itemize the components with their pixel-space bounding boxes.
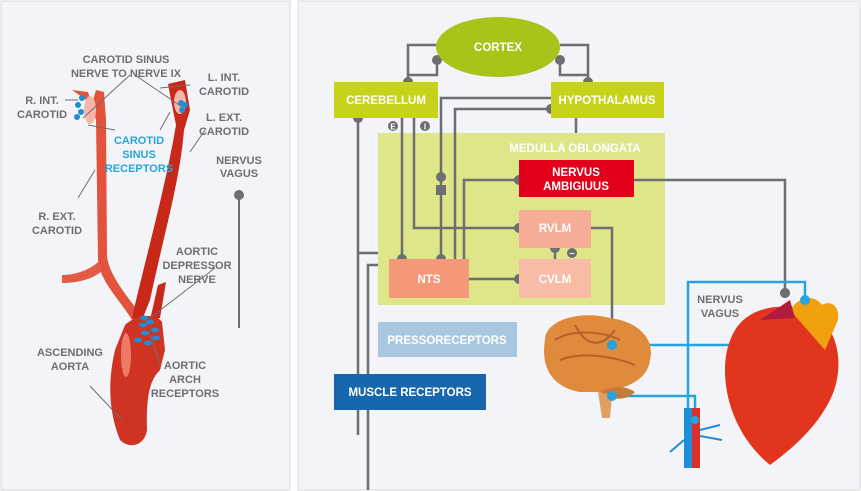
label-r-ext-carotid: R. EXT.CAROTID xyxy=(32,211,82,237)
cerebellum-node xyxy=(334,82,438,118)
cvlm-node xyxy=(519,259,591,298)
muscle-receptors-node xyxy=(334,374,486,410)
minus-marker-text: − xyxy=(569,249,574,259)
artery-illustration xyxy=(62,80,190,446)
cvlm-label: CVLM xyxy=(539,274,572,286)
medulla-oblongata-label: MEDULLA OBLONGATA xyxy=(509,143,640,155)
label-l-int-carotid: L. INT.CAROTID xyxy=(199,72,249,98)
inhibitory-marker-text: I xyxy=(424,123,426,132)
brain-icon xyxy=(544,315,651,418)
label-l-ext-carotid: L. EXT.CAROTID xyxy=(199,112,249,138)
pressoreceptors-label: PRESSORECEPTORS xyxy=(387,335,507,347)
cerebellum-label: CEREBELLUM xyxy=(346,95,426,107)
hypothalamus-label: HYPOTHALAMUS xyxy=(558,95,655,107)
rvlm-label: RVLM xyxy=(539,223,571,235)
pressoreceptors-node xyxy=(378,322,517,357)
rvlm-node xyxy=(519,210,591,248)
nts-node xyxy=(389,259,469,298)
hypothalamus-node xyxy=(551,82,664,118)
label-r-int-carotid: R. INT.CAROTID xyxy=(17,95,67,121)
cortex-node xyxy=(436,17,560,77)
heart-icon xyxy=(725,288,839,465)
muscle-receptors-label: MUSCLE RECEPTORS xyxy=(348,387,471,399)
excitatory-marker-icon xyxy=(388,121,398,131)
minus-marker-icon xyxy=(567,248,577,258)
blood-vessel-icon xyxy=(669,408,723,468)
cortex-label: CORTEX xyxy=(474,42,522,54)
inhibitory-marker-icon xyxy=(420,121,430,131)
nervus-ambiguus-node xyxy=(519,160,634,197)
nts-label: NTS xyxy=(418,274,441,286)
leader-lines xyxy=(65,74,244,421)
excitatory-marker-text: E xyxy=(390,123,396,132)
